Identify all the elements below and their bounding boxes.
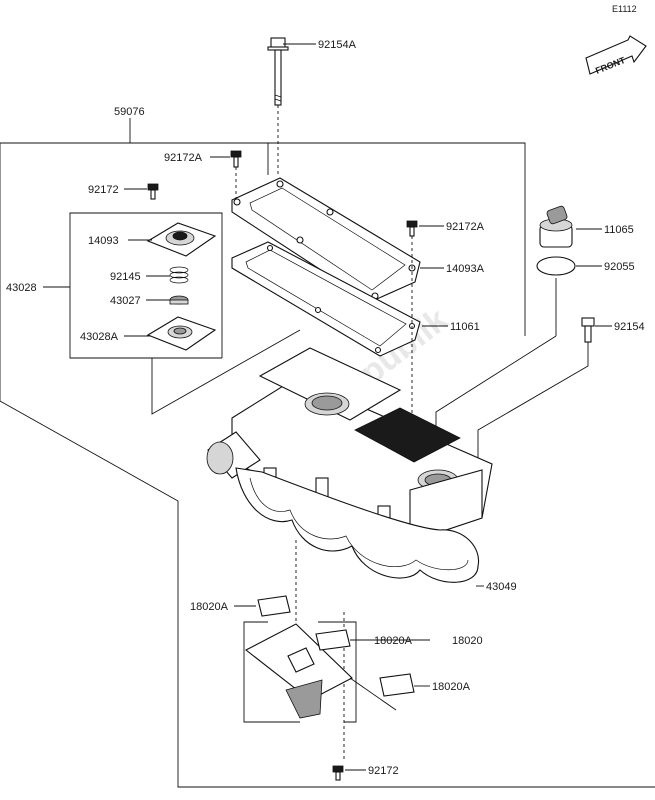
baffle-leader xyxy=(349,677,397,711)
label-11065: 11065 xyxy=(604,224,634,236)
o-ring-92055-part xyxy=(536,256,576,276)
label-43028A: 43028A xyxy=(80,331,119,343)
label-11061: 11061 xyxy=(450,321,480,333)
baffle-plate-part xyxy=(244,623,353,719)
spring-92145-part xyxy=(169,266,189,284)
bolt-92154A-part xyxy=(267,37,289,175)
diagram-code: E1112 xyxy=(612,4,637,14)
valve-43027-part xyxy=(169,295,189,305)
screw-92172-bottom-part xyxy=(332,765,344,781)
oil-cap-11065-part xyxy=(539,205,573,248)
label-18020A-left: 18020A xyxy=(190,601,229,613)
label-leader-lines xyxy=(124,43,612,771)
label-18020: 18020 xyxy=(452,635,483,647)
label-18020A-mid: 18020A xyxy=(374,635,413,647)
label-14093A: 14093A xyxy=(446,263,485,275)
label-92154: 92154 xyxy=(614,321,645,333)
cap-leader-2 xyxy=(435,335,557,440)
label-92172-bottom: 92172 xyxy=(368,765,399,777)
plate-43028A-part xyxy=(146,316,217,351)
gasket-14093A-part xyxy=(231,177,421,303)
pad-18020A-mid-part xyxy=(315,629,351,651)
label-92172A-top: 92172A xyxy=(164,152,203,164)
label-92172A-right: 92172A xyxy=(446,221,485,233)
gasket-43049-part xyxy=(235,467,480,583)
pad-18020A-left-part xyxy=(257,595,291,617)
label-92145: 92145 xyxy=(110,271,141,283)
label-43027: 43027 xyxy=(110,295,141,307)
front-arrow-icon: FRONT xyxy=(585,35,647,76)
pad-18020A-low-part xyxy=(379,673,415,697)
label-59076: 59076 xyxy=(114,106,145,118)
label-92055: 92055 xyxy=(604,261,635,273)
screw-92172-top-part xyxy=(147,183,159,200)
gasket-11061-part xyxy=(231,241,421,357)
label-14093: 14093 xyxy=(88,235,119,247)
label-43028: 43028 xyxy=(6,282,37,294)
label-43049: 43049 xyxy=(486,581,517,593)
label-92154A: 92154A xyxy=(318,39,357,51)
valve-cover-14093-part xyxy=(146,222,217,257)
label-18020A-low: 18020A xyxy=(432,681,471,693)
screw-92172A-top-part xyxy=(230,150,242,198)
bolt-92154-part xyxy=(477,317,595,465)
assembly-frame-lines xyxy=(0,118,655,788)
label-92172-top: 92172 xyxy=(88,184,119,196)
breather-valve-assembly-bracket xyxy=(43,212,301,415)
